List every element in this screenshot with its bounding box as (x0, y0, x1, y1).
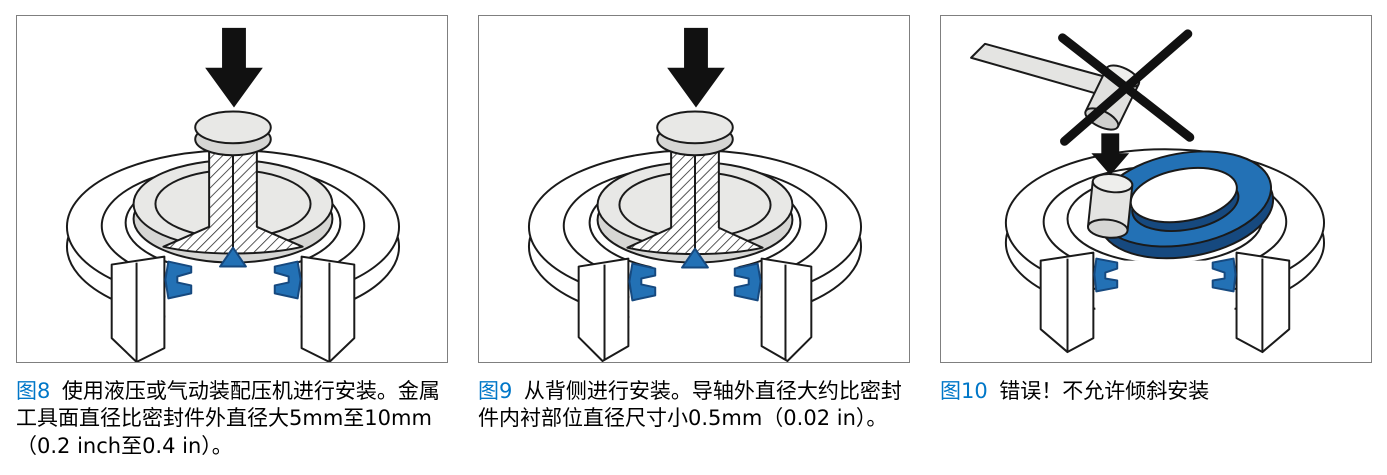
front-cutaway-opening (1095, 260, 1235, 362)
front-cutaway-opening (165, 266, 301, 362)
figure-10-caption: 图10 错误！不允许倾斜安装 (940, 378, 1372, 405)
figure-10-caption-text: 错误！不允许倾斜安装 (999, 379, 1210, 403)
guide-pin (1086, 173, 1134, 239)
tilted-installation-prohibited-drawing (970, 29, 1326, 362)
figure-8-illustration (16, 15, 448, 363)
press-installation-drawing (65, 27, 401, 362)
seal-tip (681, 247, 709, 269)
seal-cross-sections (164, 260, 302, 300)
figure-10: 图10 错误！不允许倾斜安装 (940, 15, 1372, 460)
prohibition-cross-icon (1058, 29, 1195, 146)
down-arrow-icon (205, 27, 263, 108)
back-side-installation-drawing (527, 27, 863, 362)
front-cutaway-opening (629, 266, 761, 362)
down-arrow-icon (1091, 133, 1130, 176)
tool-shaft-cap (656, 110, 734, 157)
seal-cross-sections (1093, 257, 1237, 293)
housing-cross-section-legs (110, 255, 356, 362)
seal-ring-tilted (1096, 150, 1275, 260)
housing-cross-section-legs (577, 257, 813, 362)
figure-10-illustration (940, 15, 1372, 363)
hand-tool (970, 42, 1141, 131)
figure-9-caption-text: 从背侧进行安装。导轴外直径大约比密封件内衬部位直径尺寸小0.5mm（0.02 i… (478, 379, 902, 431)
figure-10-label: 图10 (940, 379, 988, 403)
figure-8-caption-text: 使用液压或气动装配压机进行安装。金属工具面直径比密封件外直径大5mm至10mm（… (16, 379, 440, 458)
tool-shaft-cap (194, 110, 272, 157)
housing-cross-section-legs (1039, 251, 1291, 354)
seal-cross-sections (628, 262, 762, 302)
down-arrow-icon (667, 27, 725, 108)
figure-8-label: 图8 (16, 379, 51, 403)
seal-tip (219, 246, 247, 268)
figure-9-illustration (478, 15, 910, 363)
figure-9-label: 图9 (478, 379, 513, 403)
